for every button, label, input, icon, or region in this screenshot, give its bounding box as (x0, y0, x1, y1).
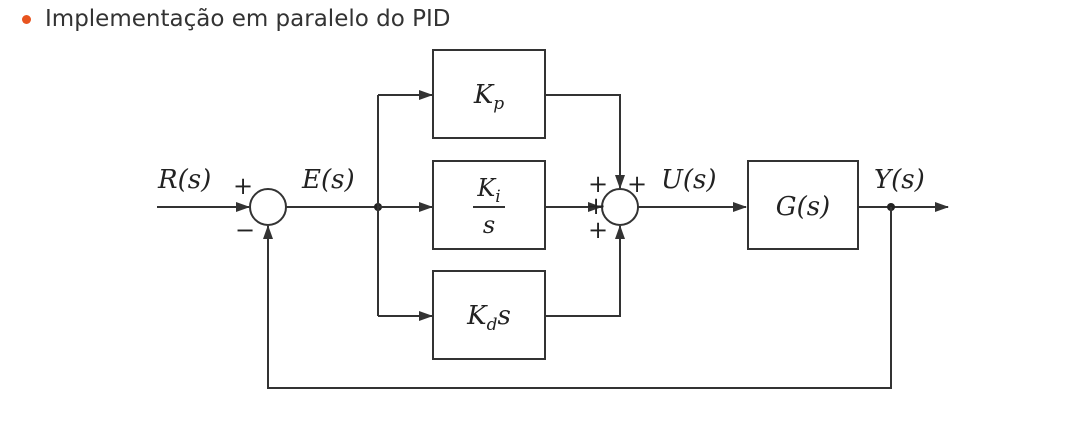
block-proportional-label: Kp (473, 80, 504, 114)
bullet-line: Implementação em paralelo do PID (22, 6, 450, 32)
sign-sum2-left: + (586, 192, 606, 220)
label-output: Y(s) (874, 165, 925, 195)
block-proportional (432, 49, 546, 139)
label-control: U(s) (661, 165, 717, 195)
label-error: E(s) (301, 165, 355, 195)
heading-text: Implementação em paralelo do PID (45, 6, 451, 32)
wire-feedback (263, 207, 892, 389)
sign-sum1-bottom: − (235, 216, 255, 244)
summing-junction-error (249, 188, 287, 226)
block-plant (747, 160, 859, 250)
block-plant-label: G(s) (776, 192, 830, 222)
wire-kp-out (545, 94, 625, 189)
wire-kd-out (545, 225, 625, 317)
bullet-dot (22, 14, 31, 24)
block-integral-denominator: s (483, 211, 495, 239)
sign-sum1-top: + (233, 172, 253, 200)
sign-sum2-bottom: + (588, 216, 608, 244)
block-derivative (432, 270, 546, 360)
label-reference: R(s) (157, 165, 211, 195)
block-derivative-label: Kds (466, 301, 511, 335)
block-integral-numerator: Ki (476, 174, 500, 207)
sign-sum2-top: + (588, 170, 608, 198)
sign-sum2-right: + (627, 170, 647, 198)
block-integral (432, 160, 546, 250)
